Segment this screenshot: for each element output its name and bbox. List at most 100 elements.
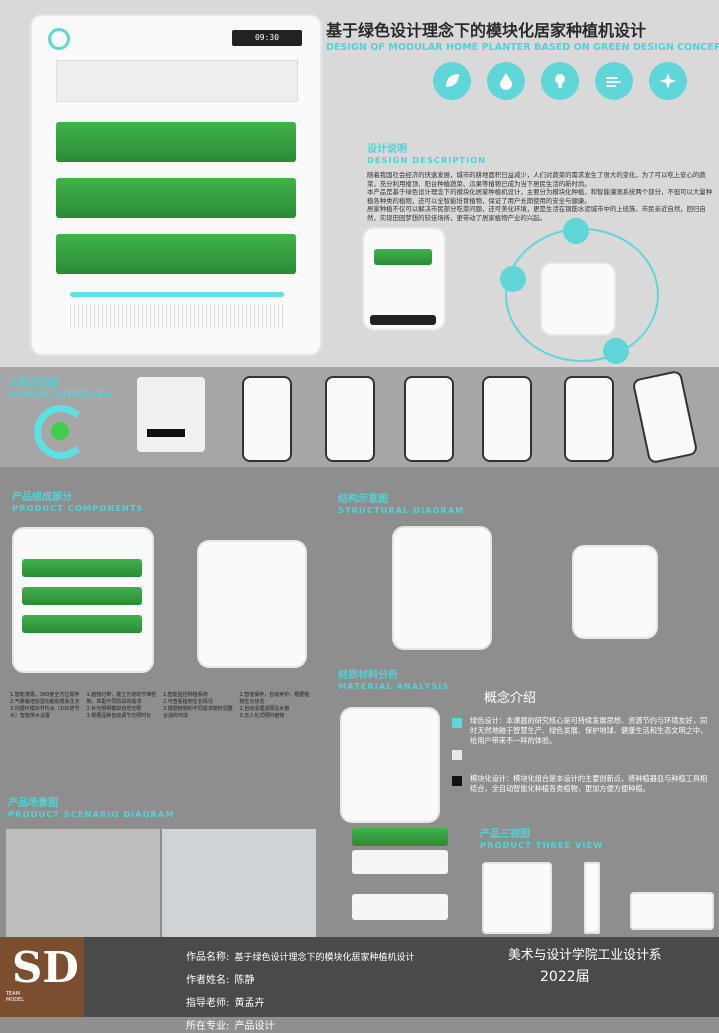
swatch-white	[452, 750, 462, 760]
cycle-sparkle-icon	[500, 266, 526, 292]
control-panel-render	[137, 377, 205, 452]
swatch-black	[452, 776, 462, 786]
concept-item-1: 绿色设计：本课题的研究核心是可持续发展思想、资源节约与环境友好，同时天然地融于智…	[452, 716, 714, 746]
logo-mark-icon	[48, 28, 70, 50]
scenario-heading: 产品场景图	[8, 798, 58, 809]
plant-row-3	[56, 178, 296, 218]
advisor-value: 黄孟卉	[234, 998, 265, 1009]
components-heading-block: 产品组成部分 PRODUCT COMPONENTS	[12, 488, 144, 513]
component-note-1: 1.智能灌溉，360度全方位滋养 2.气雾栽培加湿功能助根系生长 3.内循环模块…	[10, 692, 80, 719]
description-p1: 随着我国社会经济的快速发展，城市的耕地面积日益减少，人们对蔬菜的需求发生了很大的…	[367, 171, 706, 188]
side-view	[584, 862, 600, 934]
team-logo-text: SD	[12, 943, 79, 992]
design-description: 设计说明 DESIGN DESCRIPTION 随着我国社会经济的快速发展，城市…	[367, 140, 714, 223]
plant-row-2	[56, 122, 296, 162]
material-heading-en: MATERIAL ANALYSIS	[338, 681, 450, 691]
work-value: 基于绿色设计理念下的模块化居家种植机设计	[234, 953, 415, 963]
team-logo-sub: TEAM MODEL	[6, 991, 25, 1003]
device-display: 09:30	[232, 30, 302, 46]
component-note-3: 1.智能监控种植系统 2.可查看植物生长情况 3.根据植物的不同需求随时调整合适…	[163, 692, 233, 719]
light-strip	[70, 292, 284, 297]
phone-screen-3	[404, 376, 454, 462]
exploded-module-render	[348, 828, 452, 926]
module-base	[352, 894, 448, 920]
hci-logo-icon	[34, 405, 88, 459]
credits: 作品名称: 基于绿色设计理念下的模块化居家种植机设计 作者姓名: 陈静 指导老师…	[186, 945, 486, 1033]
phone-screen-4	[482, 376, 532, 462]
phone-screen-1	[242, 376, 292, 462]
major-value: 产品设计	[234, 1021, 275, 1032]
cycle-unit-render	[540, 262, 616, 336]
description-p3: 居家种植不仅可以解决市民部分吃菜问题，还可美化环境，更是生活在钢筋水泥城市中的上…	[367, 205, 706, 222]
structure-cabinet-render	[392, 526, 492, 650]
module-plants	[352, 828, 448, 846]
light-bulb-icon	[541, 62, 579, 100]
cycle-bulb-icon	[603, 338, 629, 364]
top-view	[630, 892, 714, 930]
threeview-heading: 产品三视图	[480, 829, 530, 840]
component-note-4: 1.智能保养，自动养护，根据植物生长状态 2.自动清理滤网及水箱 3.无人化式照…	[239, 692, 310, 719]
scenario-heading-en: PRODUCT SCENARIO DIAGRAM	[8, 809, 175, 819]
concept-p2: 模块化设计：模块化组合是本设计的主要创新点，将种植器皿与种植工具相结合，全自动智…	[470, 774, 708, 793]
component-note-2: 1.植物灯带，建立光谱的节律控制，匹配不同阶段的需求 2.补光照明模拟自然光照 …	[86, 692, 157, 719]
department-name: 美术与设计学院工业设计系	[508, 948, 662, 963]
small-unit-render	[362, 227, 446, 331]
graduation-year: 2022届	[540, 969, 590, 985]
footer	[0, 937, 719, 1017]
description-heading-en: DESIGN DESCRIPTION	[367, 155, 487, 165]
module-tray	[352, 850, 448, 874]
control-panel-screen	[147, 429, 185, 437]
concept-item-2: 模块化设计：模块化组合是本设计的主要创新点，将种植器皿与种植工具相结合，全自动智…	[452, 774, 714, 794]
concept-heading: 概念介绍	[484, 691, 537, 706]
structure-small-render	[572, 545, 658, 639]
leaf-icon	[433, 62, 471, 100]
components-small-render	[197, 540, 307, 668]
page-subtitle: DESIGN OF MODULAR HOME PLANTER BASED ON …	[326, 42, 719, 53]
structure-heading-en: STRUCTURAL DIAGRAM	[338, 505, 465, 515]
threeview-heading-en: PRODUCT THREE VIEW	[480, 840, 604, 850]
material-heading: 材质材料分析	[338, 670, 398, 681]
speaker-grille	[70, 304, 284, 328]
concept-p1: 绿色设计：本课题的研究核心是可持续发展思想、资源节约与环境友好，同时天然地融于智…	[470, 716, 708, 745]
scenario-photo-1	[6, 829, 160, 937]
swatch-teal	[452, 718, 462, 728]
sparkle-icon	[649, 62, 687, 100]
components-heading: 产品组成部分	[12, 492, 72, 503]
material-cabinet-render	[340, 707, 440, 823]
scenario-heading-block: 产品场景图 PRODUCT SCENARIO DIAGRAM	[8, 794, 175, 819]
comp-plant-row-1	[22, 559, 142, 577]
components-cabinet-render	[12, 527, 154, 673]
wind-icon	[595, 62, 633, 100]
page-title: 基于绿色设计理念下的模块化居家种植机设计	[326, 21, 647, 40]
description-heading: 设计说明	[367, 144, 407, 155]
components-notes: 1.智能灌溉，360度全方位滋养 2.气雾栽培加湿功能助根系生长 3.内循环模块…	[10, 692, 310, 720]
components-heading-en: PRODUCT COMPONENTS	[12, 503, 144, 513]
description-p2: 本产品是基于绿色设计理念下的模块化居家种植机设计，主要分为模块化种植，和智能灌溉…	[367, 188, 713, 205]
threeview-heading-block: 产品三视图 PRODUCT THREE VIEW	[480, 825, 603, 850]
front-view	[482, 862, 552, 934]
scenario-photo-2	[162, 829, 316, 937]
comp-plant-row-2	[22, 587, 142, 605]
author-label: 作者姓名:	[186, 975, 230, 986]
hci-heading-block: 人机交互图 HUMAN COMPUTER	[8, 374, 112, 399]
main-cabinet-render: 09:30	[30, 14, 322, 356]
advisor-label: 指导老师:	[186, 998, 230, 1009]
concept-block: 概念介绍 绿色设计：本课题的研究核心是可持续发展思想、资源节约与环境友好，同时天…	[452, 687, 714, 794]
structure-heading: 结构示意图	[338, 494, 388, 505]
phone-screen-2	[325, 376, 375, 462]
hci-heading-en: HUMAN COMPUTER	[8, 389, 113, 399]
shelf-1	[56, 60, 298, 102]
hci-logo-dot-icon	[51, 422, 69, 440]
plant-row-4	[56, 234, 296, 274]
small-plant-row	[374, 249, 432, 265]
water-drop-icon	[487, 62, 525, 100]
structure-heading-block: 结构示意图 STRUCTURAL DIAGRAM	[338, 490, 465, 515]
material-heading-block: 材质材料分析 MATERIAL ANALYSIS	[338, 666, 449, 691]
feature-icons	[433, 62, 713, 102]
comp-plant-row-3	[22, 615, 142, 633]
phone-screen-5	[564, 376, 614, 462]
work-label: 作品名称:	[186, 952, 230, 963]
small-unit-wheels	[370, 315, 436, 325]
hci-heading: 人机交互图	[8, 378, 58, 389]
author-value: 陈静	[234, 975, 255, 986]
